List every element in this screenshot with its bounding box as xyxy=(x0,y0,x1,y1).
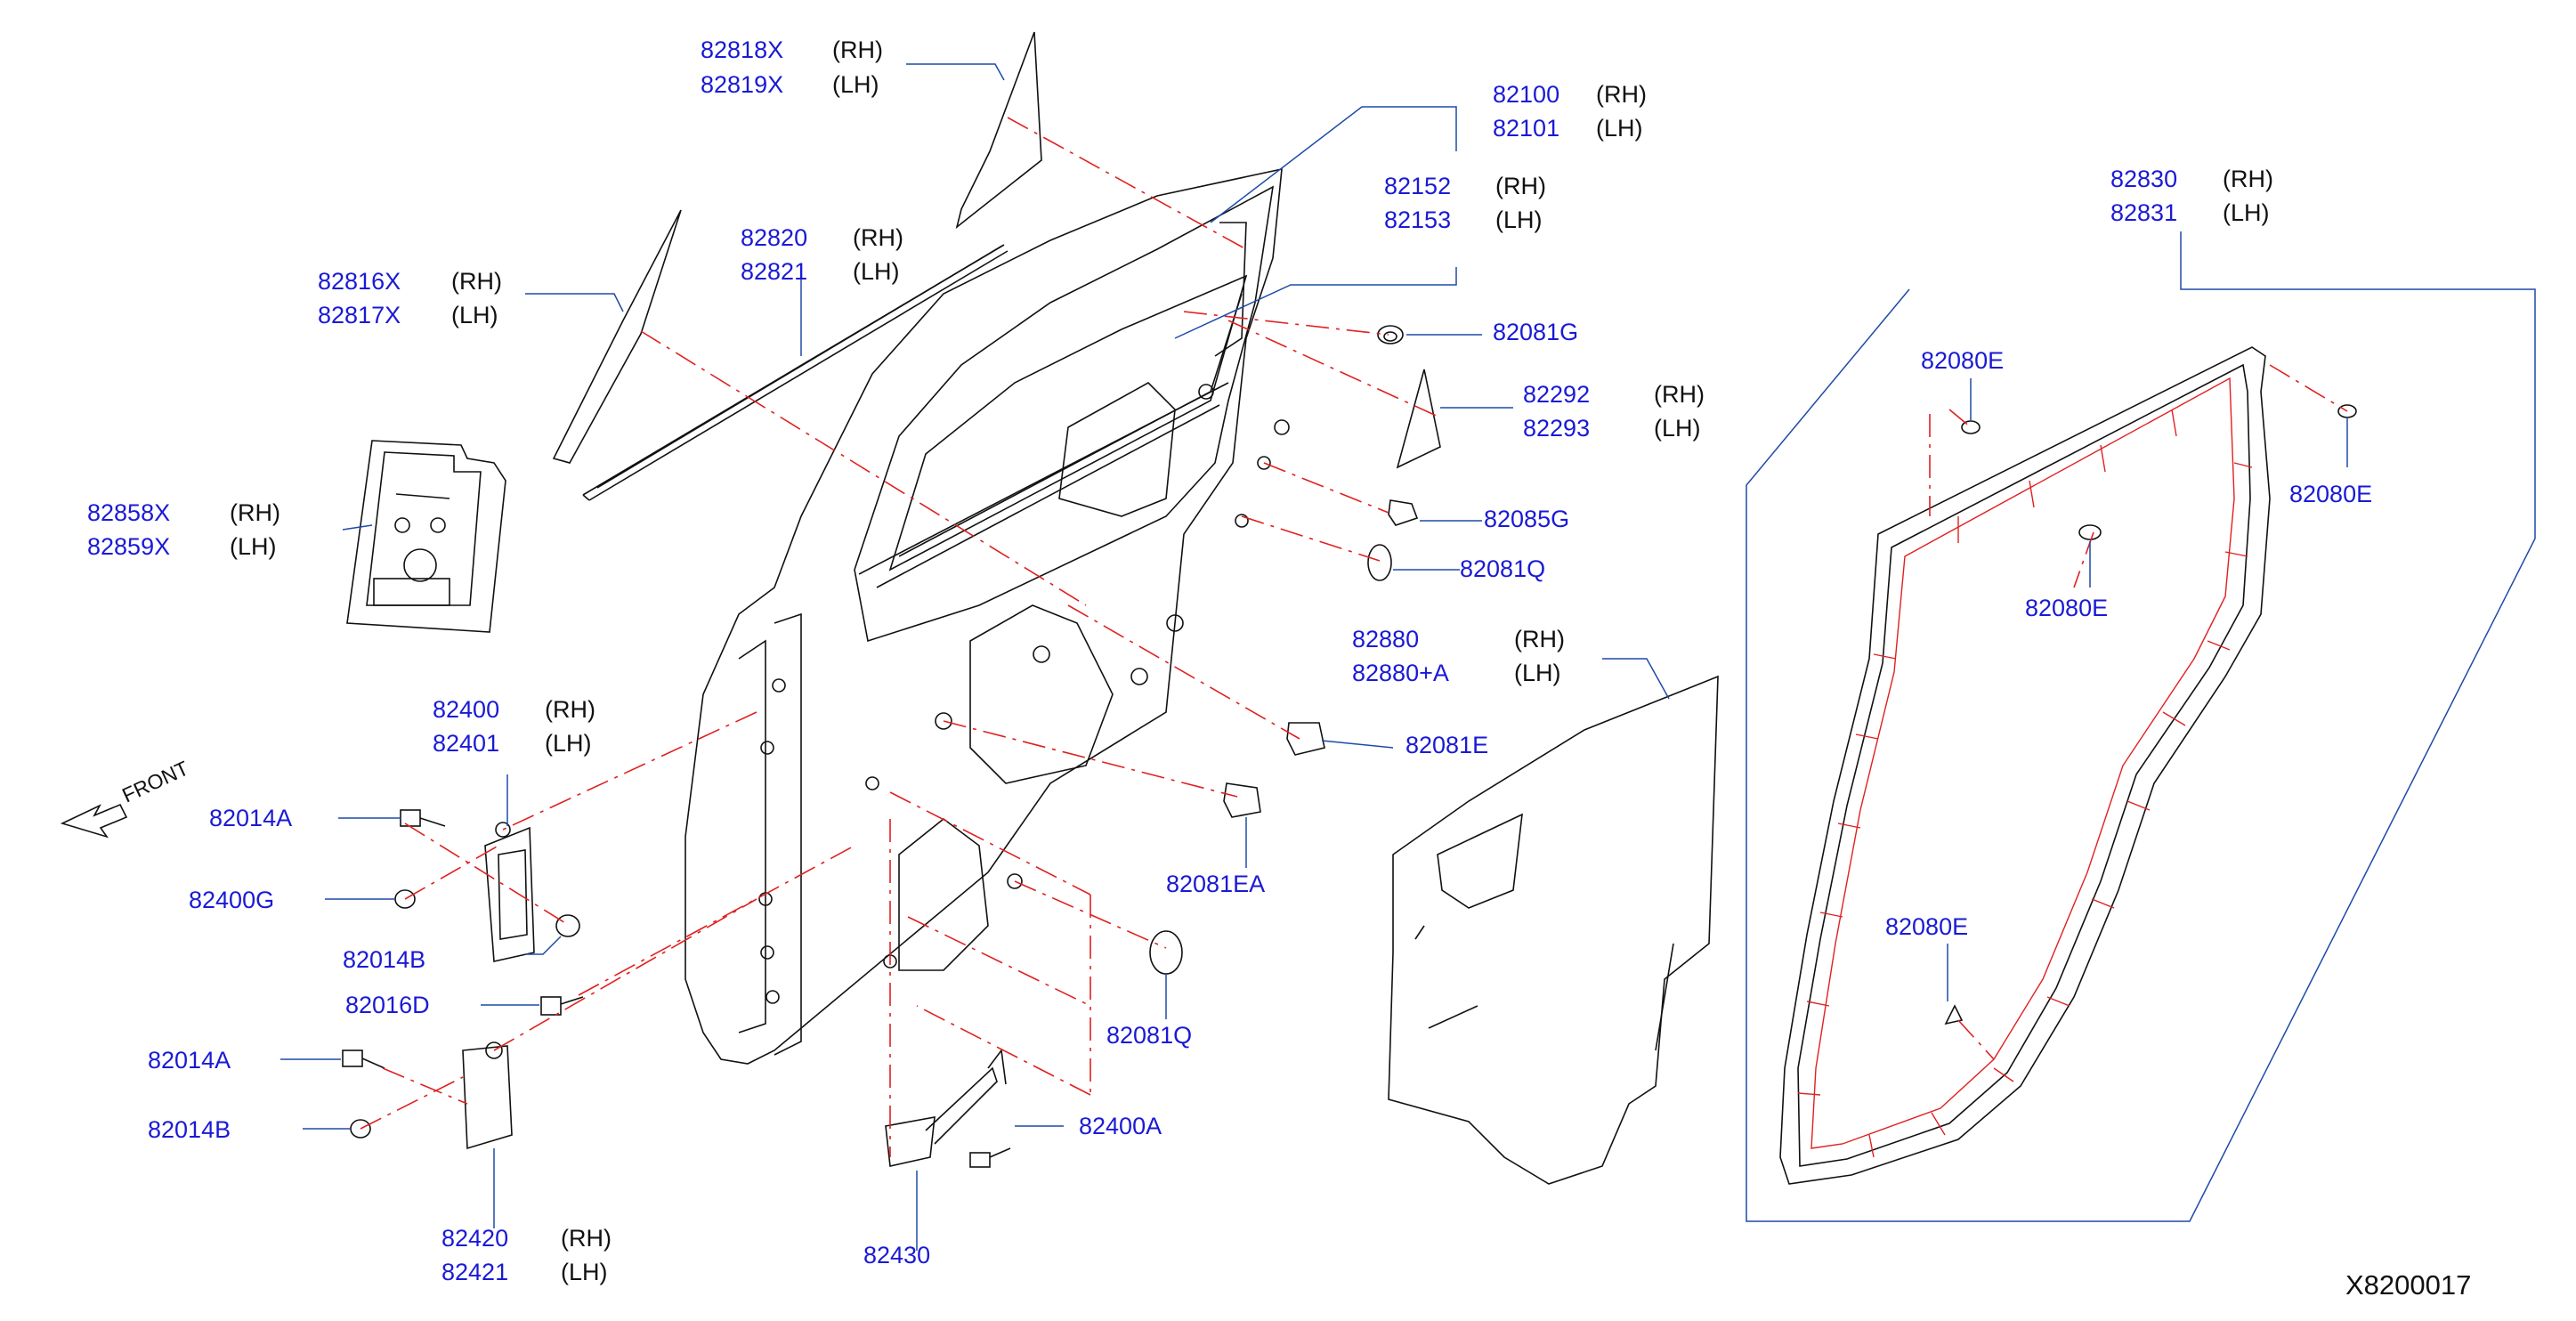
callout-side: (RH) xyxy=(2223,166,2273,192)
callout-part-number[interactable]: 82818X xyxy=(701,36,783,63)
callout-side: (LH) xyxy=(230,533,277,560)
callout-part-number[interactable]: 82401 xyxy=(433,730,499,757)
front-direction-indicator: FRONT xyxy=(60,756,192,839)
callout-side: (LH) xyxy=(545,730,592,757)
callout-part-number[interactable]: 82400G xyxy=(189,887,274,913)
callout-side: (RH) xyxy=(832,36,883,63)
callout-side: (LH) xyxy=(853,258,900,285)
door-check-part xyxy=(885,1048,1011,1168)
callout-part-number[interactable]: 82880+A xyxy=(1352,660,1449,686)
door-shell-part xyxy=(685,167,1290,1065)
callout-part-number[interactable]: 82821 xyxy=(741,258,807,285)
callout-side: (RH) xyxy=(1654,381,1705,408)
callout-side: (LH) xyxy=(1596,115,1643,142)
callout-side: (RH) xyxy=(451,268,502,295)
callout-side: (RH) xyxy=(853,224,903,251)
callout-part-number[interactable]: 82080E xyxy=(2289,481,2372,507)
callout-part-number[interactable]: 82153 xyxy=(1384,207,1451,233)
callout-part-number[interactable]: 82830 xyxy=(2110,166,2177,192)
center-lines xyxy=(360,117,2348,1157)
callout-part-number[interactable]: 82101 xyxy=(1493,115,1559,142)
callout-part-number[interactable]: 82100 xyxy=(1493,81,1559,108)
callout-part-number[interactable]: 82152 xyxy=(1384,173,1451,199)
hinge-lower-part xyxy=(342,1041,513,1150)
callout-side: (LH) xyxy=(2223,199,2270,226)
callout-part-number[interactable]: 82080E xyxy=(1921,347,2004,374)
callout-part-number[interactable]: 82820 xyxy=(741,224,807,251)
callout-side: (LH) xyxy=(832,71,879,98)
sash-cover-front-part xyxy=(552,209,682,464)
callout-part-number[interactable]: 82081EA xyxy=(1166,871,1265,897)
callout-side: (LH) xyxy=(1514,660,1561,686)
callout-side: (LH) xyxy=(1654,415,1701,442)
callout-part-number[interactable]: 82080E xyxy=(1885,913,1968,940)
callout-side: (RH) xyxy=(230,499,280,526)
diagram-code: X8200017 xyxy=(2345,1269,2471,1301)
callout-part-number[interactable]: 82400 xyxy=(433,696,499,723)
sash-cover-rear-part xyxy=(955,31,1042,230)
callout-side: (RH) xyxy=(1596,81,1647,108)
callout-part-number[interactable]: 82421 xyxy=(441,1259,508,1285)
callout-labels: 82818X (RH) 82819X (LH) 82816X (RH) 8281… xyxy=(87,36,2471,1301)
shield-part xyxy=(346,440,506,633)
callout-part-number[interactable]: 82016D xyxy=(345,992,430,1018)
callout-part-number[interactable]: 82081G xyxy=(1493,319,1578,345)
callout-side: (RH) xyxy=(1514,626,1565,652)
callout-part-number[interactable]: 82430 xyxy=(863,1242,930,1268)
callout-part-number[interactable]: 82014A xyxy=(209,805,292,831)
callout-part-number[interactable]: 82400A xyxy=(1079,1113,1162,1139)
callout-part-number[interactable]: 82817X xyxy=(318,302,401,328)
callout-part-number[interactable]: 82880 xyxy=(1352,626,1419,652)
callout-part-number[interactable]: 82420 xyxy=(441,1225,508,1252)
weatherstrip-outer-part xyxy=(582,244,1009,501)
callout-part-number[interactable]: 82014B xyxy=(148,1116,231,1143)
callout-part-number[interactable]: 82081E xyxy=(1405,732,1488,758)
callout-part-number[interactable]: 82014B xyxy=(343,946,425,973)
leader-lines xyxy=(280,63,2536,1251)
callout-part-number[interactable]: 82081Q xyxy=(1106,1022,1192,1049)
callout-side: (RH) xyxy=(1495,173,1546,199)
grommet-parts xyxy=(1149,325,1419,975)
hinge-upper-part xyxy=(394,809,584,1016)
callout-part-number[interactable]: 82014A xyxy=(148,1047,231,1074)
callout-part-number[interactable]: 82080E xyxy=(2025,595,2108,621)
callout-side: (RH) xyxy=(545,696,595,723)
callout-part-number[interactable]: 82292 xyxy=(1523,381,1590,408)
callout-part-number[interactable]: 82085G xyxy=(1484,506,1569,532)
callout-part-number[interactable]: 82816X xyxy=(318,268,401,295)
sealing-screen-part xyxy=(1388,675,1719,1185)
corner-piece-part xyxy=(1396,369,1441,469)
callout-part-number[interactable]: 82858X xyxy=(87,499,170,526)
callout-part-number[interactable]: 82293 xyxy=(1523,415,1590,442)
callout-part-number[interactable]: 82831 xyxy=(2110,199,2177,226)
callout-side: (LH) xyxy=(561,1259,608,1285)
callout-side: (RH) xyxy=(561,1225,612,1252)
weatherstrip-door-part xyxy=(1779,346,2357,1185)
callout-part-number[interactable]: 82081Q xyxy=(1460,555,1545,582)
callout-part-number[interactable]: 82859X xyxy=(87,533,170,560)
front-label: FRONT xyxy=(118,756,192,806)
callout-part-number[interactable]: 82819X xyxy=(701,71,783,98)
callout-side: (LH) xyxy=(1495,207,1543,233)
callout-side: (LH) xyxy=(451,302,498,328)
